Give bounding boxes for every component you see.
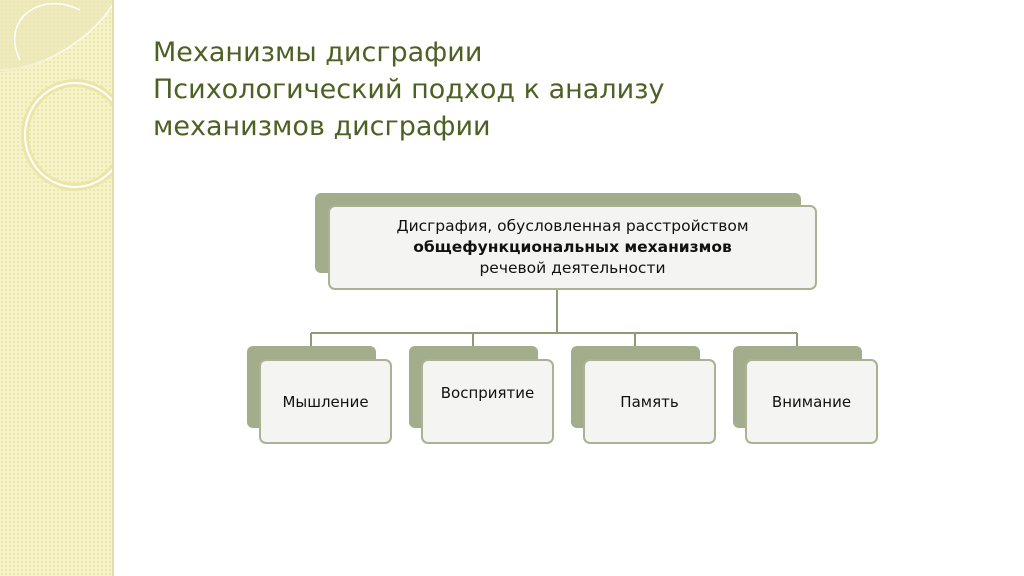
child-node-3-label: Память — [620, 392, 679, 411]
root-line-3: речевой деятельности — [479, 259, 666, 277]
child-node-1-label: Мышление — [282, 392, 369, 411]
child-node-4-label: Внимание — [771, 392, 852, 411]
title-line-1: Механизмы дисграфии — [153, 37, 483, 68]
decorative-swirl-icon — [0, 0, 112, 191]
slide-title: Механизмы дисграфии Психологический подх… — [153, 34, 913, 145]
child-node-memory: Память — [583, 359, 716, 444]
title-line-3: механизмов дисграфии — [153, 111, 491, 142]
root-line-1: Дисграфия, обусловленная расстройством — [396, 217, 749, 235]
child-node-attention: Внимание — [745, 359, 878, 444]
child-node-perception: Восприятие — [421, 359, 554, 444]
root-node: Дисграфия, обусловленная расстройством о… — [328, 205, 817, 290]
root-line-2: общефункциональных механизмов — [413, 238, 732, 256]
title-line-2: Психологический подход к анализу — [153, 74, 665, 105]
child-node-2-label: Восприятие — [440, 384, 535, 402]
decorative-side-strip — [0, 0, 114, 576]
child-node-thinking: Мышление — [259, 359, 392, 444]
